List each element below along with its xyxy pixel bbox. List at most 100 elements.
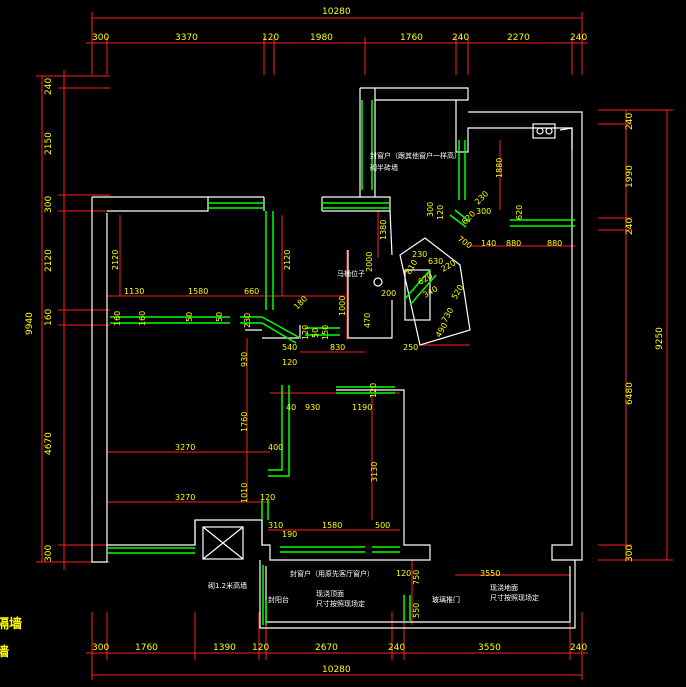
interior-dim: 250	[403, 343, 418, 352]
note-window-top: 封窗户（跟其他窗户一样高）	[370, 151, 461, 160]
interior-dim: 470	[363, 313, 372, 328]
note-toilet-position: 马桶位子	[337, 269, 365, 278]
interior-dim: 230	[243, 313, 252, 328]
interior-dim: 120	[260, 493, 275, 502]
note-ceiling-size: 尺寸按照现场定	[316, 599, 365, 608]
interior-dim: 930	[305, 403, 320, 412]
dimension-lines	[36, 12, 673, 680]
interior-dim: 3270	[175, 443, 195, 452]
interior-dims: 1130 1580 660 2120 2120 1380 2000 1000 4…	[111, 158, 562, 618]
left-dim: 2120	[44, 249, 54, 272]
note-half-wall: 砌半砖墙	[370, 163, 398, 172]
note-sealed-balcony: 封阳台	[268, 595, 289, 604]
left-dim: 240	[44, 78, 54, 95]
right-dim: 1990	[625, 165, 635, 188]
interior-dim: 700	[456, 234, 474, 250]
interior-dim: 620	[515, 205, 524, 220]
note-window-bottom: 封窗户（用原先客厅窗户）	[290, 569, 374, 578]
note-floor: 现浇地面	[490, 583, 518, 592]
interior-dim: 120	[369, 383, 378, 398]
right-dim: 6480	[625, 382, 635, 405]
top-dim: 2270	[507, 33, 530, 43]
interior-dim: 1760	[240, 412, 249, 432]
right-dim: 240	[625, 218, 635, 235]
interior-dim: 500	[375, 521, 390, 530]
interior-dim: 150	[321, 325, 330, 340]
interior-dim: 180	[292, 294, 309, 311]
right-dim: 240	[625, 113, 635, 130]
note-floor-size: 尺寸按照现场定	[490, 593, 539, 602]
interior-dim: 1880	[495, 158, 504, 178]
interior-dim: 200	[381, 289, 396, 298]
top-dim: 120	[262, 33, 279, 43]
interior-dim: 120	[436, 205, 445, 220]
interior-dim: 540	[282, 343, 297, 352]
interior-dim: 3130	[370, 462, 379, 482]
interior-dim: 1130	[124, 287, 144, 296]
interior-dim: 1580	[188, 287, 208, 296]
interior-dim: 40	[286, 403, 296, 412]
legend-partition-wall: 隔墙	[0, 616, 22, 632]
annotations: 封窗户（跟其他窗户一样高） 砌半砖墙 马桶位子 封窗户（用原先客厅窗户） 封阳台…	[208, 151, 539, 608]
note-glass-door: 玻璃推门	[432, 595, 460, 604]
right-dim: 300	[625, 545, 635, 562]
left-dim: 300	[44, 545, 54, 562]
interior-dim: 730	[440, 306, 455, 324]
top-overall-dim: 10280	[322, 7, 351, 17]
bottom-dim: 1760	[135, 643, 158, 653]
left-dim: 300	[44, 196, 54, 213]
interior-dim: 300	[426, 202, 435, 217]
interior-dim: 2120	[283, 250, 292, 270]
interior-dim: 160	[113, 311, 122, 326]
top-dim: 1980	[310, 33, 333, 43]
interior-dim: 230	[412, 250, 427, 259]
bottom-dim: 120	[252, 643, 269, 653]
right-overall-dim: 9250	[655, 327, 665, 350]
bottom-dim: 300	[92, 643, 109, 653]
new-walls	[107, 100, 575, 625]
interior-dim: 310	[268, 521, 283, 530]
interior-dim: 1580	[322, 521, 342, 530]
interior-dim: 3550	[480, 569, 500, 578]
interior-dim: 930	[240, 352, 249, 367]
interior-dim: 50	[215, 312, 224, 322]
top-dim: 1760	[400, 33, 423, 43]
bottom-dim: 2670	[315, 643, 338, 653]
bottom-dim: 240	[388, 643, 405, 653]
left-overall-dim: 9940	[25, 312, 35, 335]
interior-dim: 1190	[352, 403, 372, 412]
left-dim: 2150	[44, 132, 54, 155]
top-dim: 240	[570, 33, 587, 43]
interior-dim: 2120	[111, 250, 120, 270]
top-dim: 240	[452, 33, 469, 43]
interior-dim: 340	[422, 284, 440, 299]
interior-dim: 520	[450, 283, 465, 301]
top-dim: 3370	[175, 33, 198, 43]
interior-dim: 120	[301, 325, 310, 340]
interior-dim: 400	[268, 443, 283, 452]
bottom-dim: 240	[570, 643, 587, 653]
interior-dim: 300	[476, 207, 491, 216]
interior-dim: 810	[404, 258, 419, 276]
interior-dim: 630	[428, 257, 443, 266]
note-wall-1-2m: 砌1.2米高墙	[208, 581, 247, 590]
interior-dim: 660	[244, 287, 259, 296]
interior-dim: 620	[460, 209, 477, 226]
interior-dim: 1010	[240, 483, 249, 503]
interior-dim: 1000	[338, 296, 347, 316]
top-dim: 300	[92, 33, 109, 43]
note-ceiling: 现浇顶面	[316, 589, 344, 598]
interior-dim: 3270	[175, 493, 195, 502]
left-dim: 4670	[44, 432, 54, 455]
interior-dim: 190	[282, 530, 297, 539]
interior-dim: 880	[547, 239, 562, 248]
interior-dim: 50	[185, 312, 194, 322]
bottom-dim: 1390	[213, 643, 236, 653]
interior-dim: 230	[473, 189, 490, 206]
interior-dim: 550	[412, 603, 421, 618]
interior-dim: 140	[481, 239, 496, 248]
bottom-overall-dim: 10280	[322, 665, 351, 675]
walls	[91, 87, 583, 629]
